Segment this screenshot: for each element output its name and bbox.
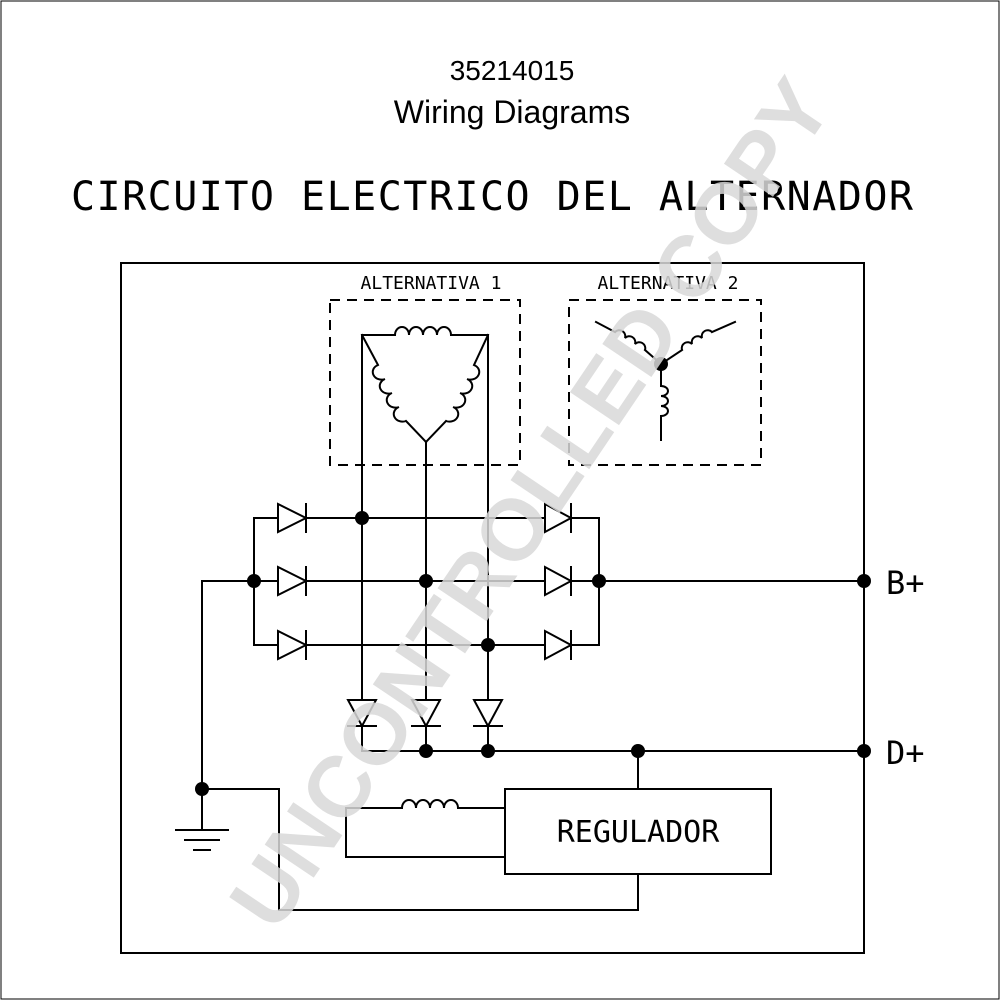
diagram-frame <box>120 262 865 954</box>
page-subtitle: Wiring Diagrams <box>394 94 630 130</box>
d-plus-bus <box>361 725 865 752</box>
regulator-label: REGULADOR <box>557 815 720 850</box>
diode-positive-1 <box>544 502 574 534</box>
rotor-field-winding <box>345 799 506 858</box>
terminal-d-plus-label: D+ <box>886 734 925 772</box>
exciter-diode-3 <box>472 699 504 729</box>
ground-lead <box>201 580 255 831</box>
alternative-2-label: ALTERNATIVA 2 <box>598 273 739 294</box>
diode-positive-2 <box>544 565 574 597</box>
diagram-title: CIRCUITO ELECTRICO DEL ALTERNADOR <box>71 174 914 220</box>
diode-negative-1 <box>277 502 309 534</box>
diode-negative-3 <box>277 629 309 661</box>
diode-negative-2 <box>277 565 309 597</box>
diode-positive-3 <box>544 629 574 661</box>
ground-symbol <box>175 829 229 851</box>
alternative-2-box <box>568 299 762 466</box>
junction-dots <box>195 511 871 796</box>
terminal-b-plus-label: B+ <box>886 564 925 602</box>
part-number: 35214015 <box>450 55 575 86</box>
regulator-ground-wire <box>201 788 639 911</box>
alternative-1-label: ALTERNATIVA 1 <box>361 273 502 294</box>
star-stator-winding <box>594 320 737 441</box>
delta-stator-winding <box>360 326 490 444</box>
